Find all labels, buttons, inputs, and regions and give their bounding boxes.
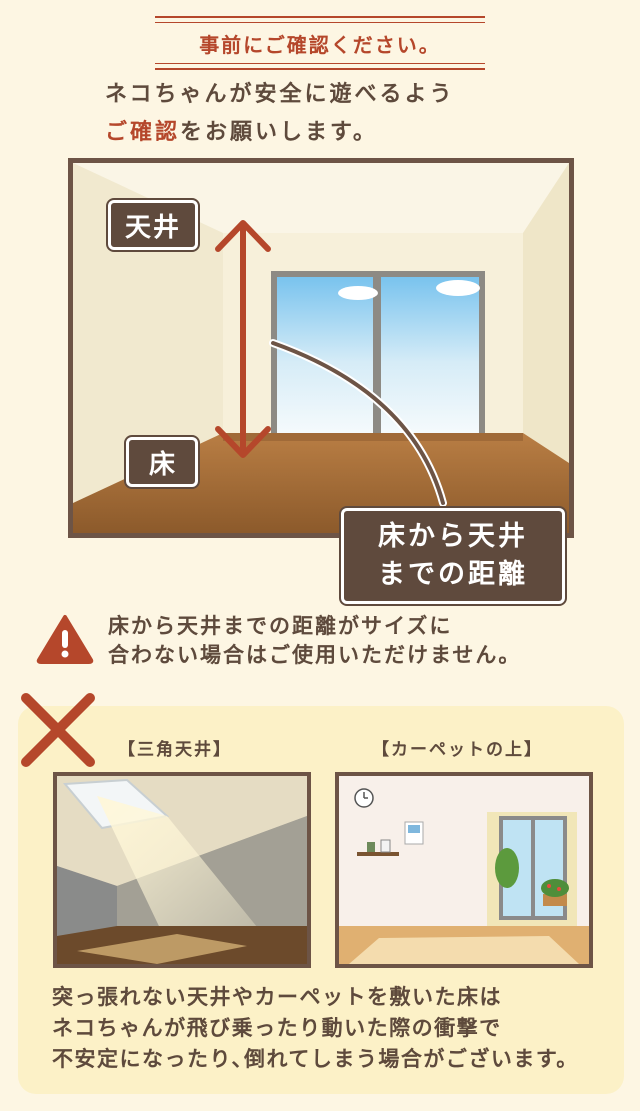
double-arrow-icon [215, 220, 271, 458]
intro-text: ネコちゃんが安全に遊べるよう ご確認をお願いします。 [105, 76, 585, 152]
ng-notice-line-3: 不安定になったり､倒れてしまう場合がございます。 [52, 1047, 579, 1071]
intro-line-1: ネコちゃんが安全に遊べるよう [105, 82, 455, 107]
case-label-sloped-ceiling: 【三角天井】 [118, 740, 232, 760]
distance-tag: 床から天井 までの距離 [341, 508, 565, 604]
cross-icon [21, 693, 95, 767]
intro-line-2: ご確認をお願いします。 [105, 114, 585, 152]
ng-notice-line-1: 突っ張れない天井やカーペットを敷いた床は [52, 985, 502, 1009]
ng-notice-line-2: ネコちゃんが飛び乗ったり動いた際の衝撃で [52, 1016, 502, 1040]
ceiling-tag: 天井 [108, 200, 198, 250]
size-warning: 床から天井までの距離がサイズに 合わない場合はご使用いただけません。 [36, 612, 616, 672]
header-title: 事前にご確認ください。 [199, 32, 441, 57]
case-label-carpet: 【カーペットの上】 [372, 740, 543, 760]
header-banner: 事前にご確認ください。 [155, 16, 485, 70]
ng-notice: 突っ張れない天井やカーペットを敷いた床は ネコちゃんが飛び乗ったり動いた際の衝撃… [52, 982, 612, 1075]
carpet-image [335, 772, 593, 968]
distance-tag-line-1: 床から天井 [378, 521, 528, 552]
warning-line-1: 床から天井までの距離がサイズに [108, 614, 453, 638]
warning-line-2: 合わない場合はご使用いただけません。 [108, 643, 522, 667]
warning-text: 床から天井までの距離がサイズに 合わない場合はご使用いただけません。 [108, 612, 521, 670]
intro-line-2-rest: をお願いします。 [180, 120, 378, 145]
distance-tag-line-2: までの距離 [378, 559, 528, 590]
floor-tag: 床 [126, 437, 198, 487]
intro-accent: ご確認 [105, 120, 181, 145]
sloped-ceiling-image [53, 772, 311, 968]
warning-icon [36, 615, 94, 664]
